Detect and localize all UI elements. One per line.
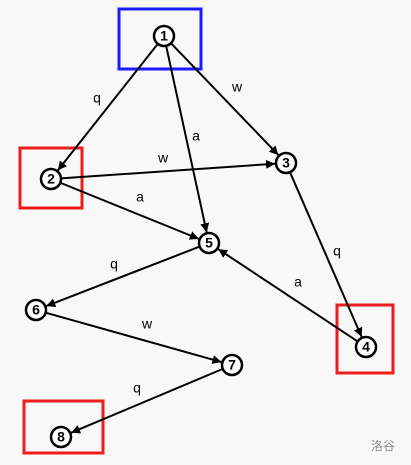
edge-1-2: [57, 43, 159, 171]
node-label-2: 2: [47, 171, 55, 187]
node-label-8: 8: [57, 429, 65, 445]
node-8: 8: [49, 425, 73, 449]
node-label-1: 1: [160, 28, 168, 44]
edge-3-4: [289, 171, 363, 338]
node-circle-6: [24, 298, 48, 322]
edge-6-7: [45, 311, 222, 364]
highlight-box-node-4: [335, 303, 395, 375]
node-circle-8: [49, 425, 73, 449]
node-1: 1: [152, 24, 176, 48]
highlight-box-node-2: [18, 146, 84, 210]
edge-1-5: [165, 45, 210, 233]
edge-label-5-6: q: [110, 256, 118, 272]
edge-7-8: [70, 367, 224, 434]
highlight-box-node-8: [22, 399, 105, 455]
node-6: 6: [24, 298, 48, 322]
node-7: 7: [220, 353, 244, 377]
node-circle-4: [354, 335, 378, 359]
node-5: 5: [197, 231, 221, 255]
node-3: 3: [274, 151, 298, 175]
edge-label-2-3: w: [157, 150, 169, 166]
highlight-box-node-1: [117, 7, 203, 71]
node-label-4: 4: [362, 339, 370, 355]
edge-label-4-5: a: [294, 274, 302, 290]
edge-4-5: [217, 248, 359, 343]
edge-label-3-4: q: [333, 243, 341, 259]
edge-2-3: [60, 159, 276, 180]
edge-label-2-5: a: [136, 189, 144, 205]
node-circle-1: [152, 24, 176, 48]
watermark: 洛谷: [371, 438, 395, 453]
node-2: 2: [39, 167, 63, 191]
node-label-6: 6: [32, 302, 40, 318]
node-circle-7: [220, 353, 244, 377]
edge-label-1-5: a: [192, 128, 200, 144]
node-circle-3: [274, 151, 298, 175]
edge-2-5: [59, 181, 200, 240]
edge-5-6: [45, 245, 201, 307]
edge-label-1-2: q: [93, 90, 101, 106]
node-label-3: 3: [282, 155, 290, 171]
node-circle-5: [197, 231, 221, 255]
edge-label-7-8: q: [133, 380, 141, 396]
edge-1-3: [170, 42, 280, 156]
node-circle-2: [39, 167, 63, 191]
node-label-7: 7: [228, 357, 236, 373]
edge-label-6-7: w: [141, 316, 153, 332]
node-4: 4: [354, 335, 378, 359]
edge-label-1-3: w: [231, 79, 243, 95]
node-label-5: 5: [205, 235, 213, 251]
